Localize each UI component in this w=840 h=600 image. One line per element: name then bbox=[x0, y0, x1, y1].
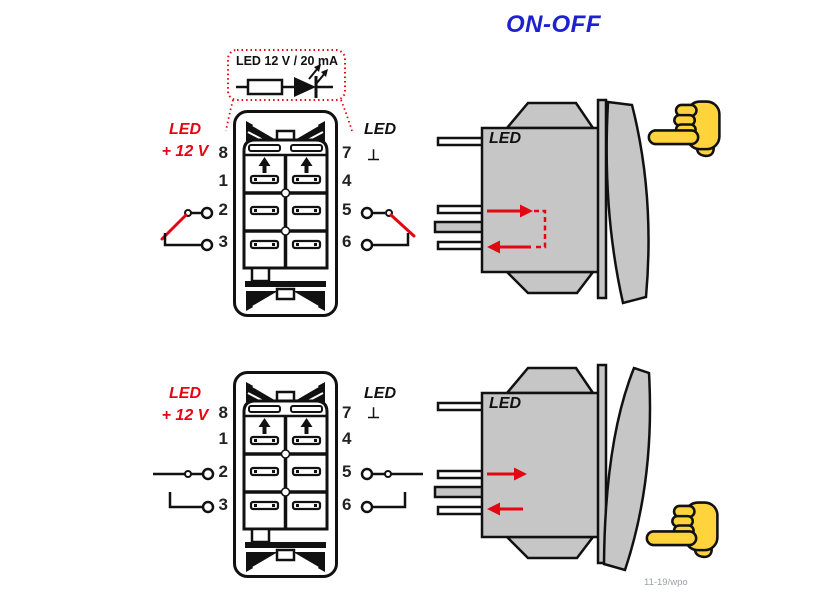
pin-label-5: 5 bbox=[342, 462, 352, 481]
pin-label-4: 4 bbox=[342, 171, 352, 190]
pin-label-5: 5 bbox=[342, 200, 352, 219]
led-positive-voltage: + 12 V bbox=[161, 407, 209, 424]
current-flow-arrows-top bbox=[487, 204, 547, 254]
rocker-switch-rear-view-bottom bbox=[232, 370, 339, 579]
led-positive-voltage: + 12 V bbox=[161, 143, 209, 160]
pin-label-7: 7 bbox=[342, 403, 352, 422]
watermark: 11-19/wpo bbox=[644, 577, 688, 588]
pin-label-4: 4 bbox=[342, 429, 352, 448]
external-wiring-top-left bbox=[160, 206, 214, 252]
pin-label-8: 8 bbox=[218, 403, 228, 422]
pin-label-1: 1 bbox=[218, 171, 228, 190]
pin-label-2: 2 bbox=[218, 200, 228, 219]
pin-label-1: 1 bbox=[218, 429, 228, 448]
external-wiring-bottom-left bbox=[153, 467, 215, 514]
led-ground-label: LED bbox=[364, 385, 396, 402]
ground-symbol: ⊥ bbox=[367, 147, 381, 164]
rocker-switch-side-view-bottom bbox=[433, 363, 652, 572]
pin-label-2: 2 bbox=[218, 462, 228, 481]
side-view-led-label: LED bbox=[489, 395, 521, 412]
resistor-symbol bbox=[236, 78, 284, 96]
pin-label-8: 8 bbox=[218, 143, 228, 162]
side-view-led-label: LED bbox=[489, 130, 521, 147]
pin-label-7: 7 bbox=[342, 143, 352, 162]
rocker-actuator bbox=[605, 100, 650, 305]
rocker-switch-rear-view-top bbox=[232, 109, 339, 318]
pin-label-6: 6 bbox=[342, 495, 352, 514]
led-circuit-box bbox=[225, 49, 353, 132]
led-positive-label: LED bbox=[169, 121, 201, 138]
pointing-hand-icon bbox=[645, 501, 719, 559]
external-wiring-bottom-right bbox=[360, 467, 423, 514]
led-ground-label: LED bbox=[364, 121, 396, 138]
pin-label-3: 3 bbox=[218, 495, 228, 514]
page-title: ON-OFF bbox=[506, 11, 601, 38]
pin-label-6: 6 bbox=[342, 232, 352, 251]
rocker-actuator bbox=[602, 366, 652, 572]
external-wiring-top-right bbox=[360, 206, 416, 252]
pointing-hand-icon bbox=[647, 100, 721, 158]
led-diode-symbol bbox=[282, 64, 333, 98]
led-positive-label: LED bbox=[169, 385, 201, 402]
current-flow-arrows-bottom bbox=[487, 467, 527, 516]
led-spec-label: LED 12 V / 20 mA bbox=[235, 54, 339, 68]
pin-label-3: 3 bbox=[218, 232, 228, 251]
ground-symbol: ⊥ bbox=[367, 405, 381, 422]
rocker-switch-side-view-top bbox=[433, 98, 650, 305]
